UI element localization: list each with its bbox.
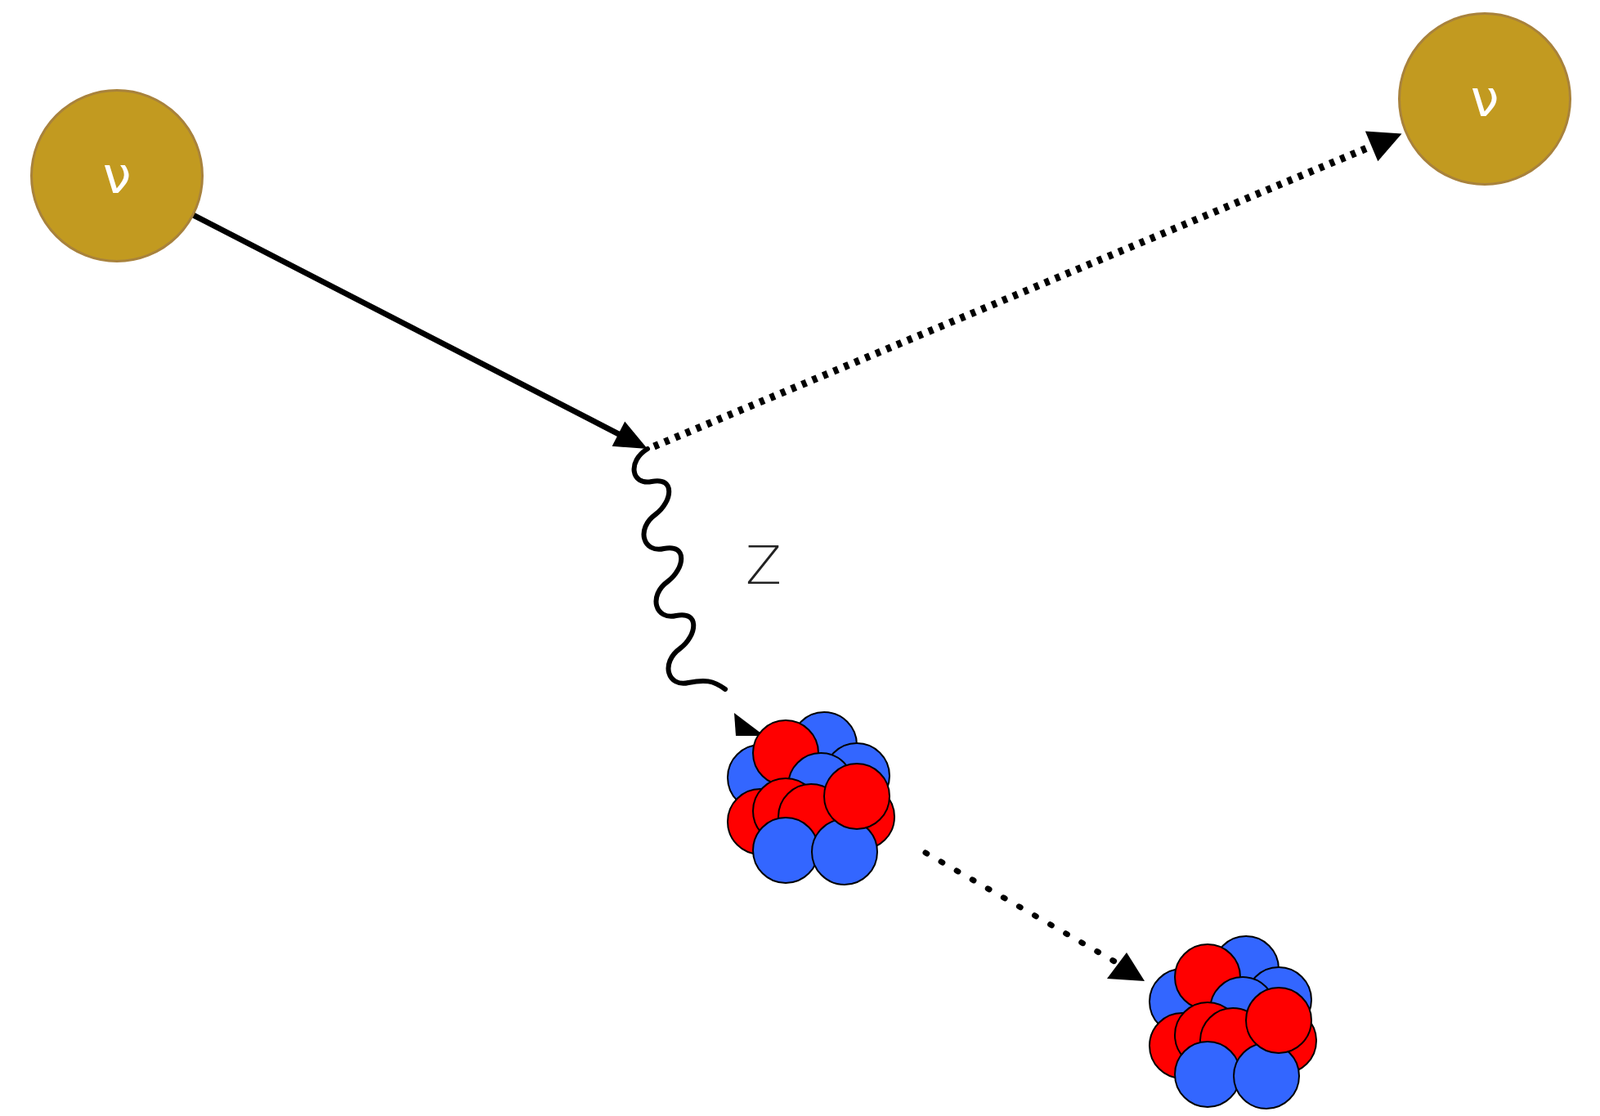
particle-symbol: ν xyxy=(103,150,132,202)
neutrino-circle: ν xyxy=(30,89,204,263)
arrowhead xyxy=(1365,130,1403,162)
arrowhead xyxy=(1107,952,1145,982)
recoil-path xyxy=(925,852,1122,966)
neutrino-path xyxy=(188,130,1402,449)
nucleus xyxy=(727,712,895,885)
z-boson-wave xyxy=(634,448,726,690)
particle-symbol: ν xyxy=(1470,73,1500,125)
boson-label: Z xyxy=(745,539,782,592)
recoiled-nucleus xyxy=(1149,936,1317,1109)
arrowhead xyxy=(612,421,648,449)
neutrino-circle: ν xyxy=(1398,12,1572,186)
